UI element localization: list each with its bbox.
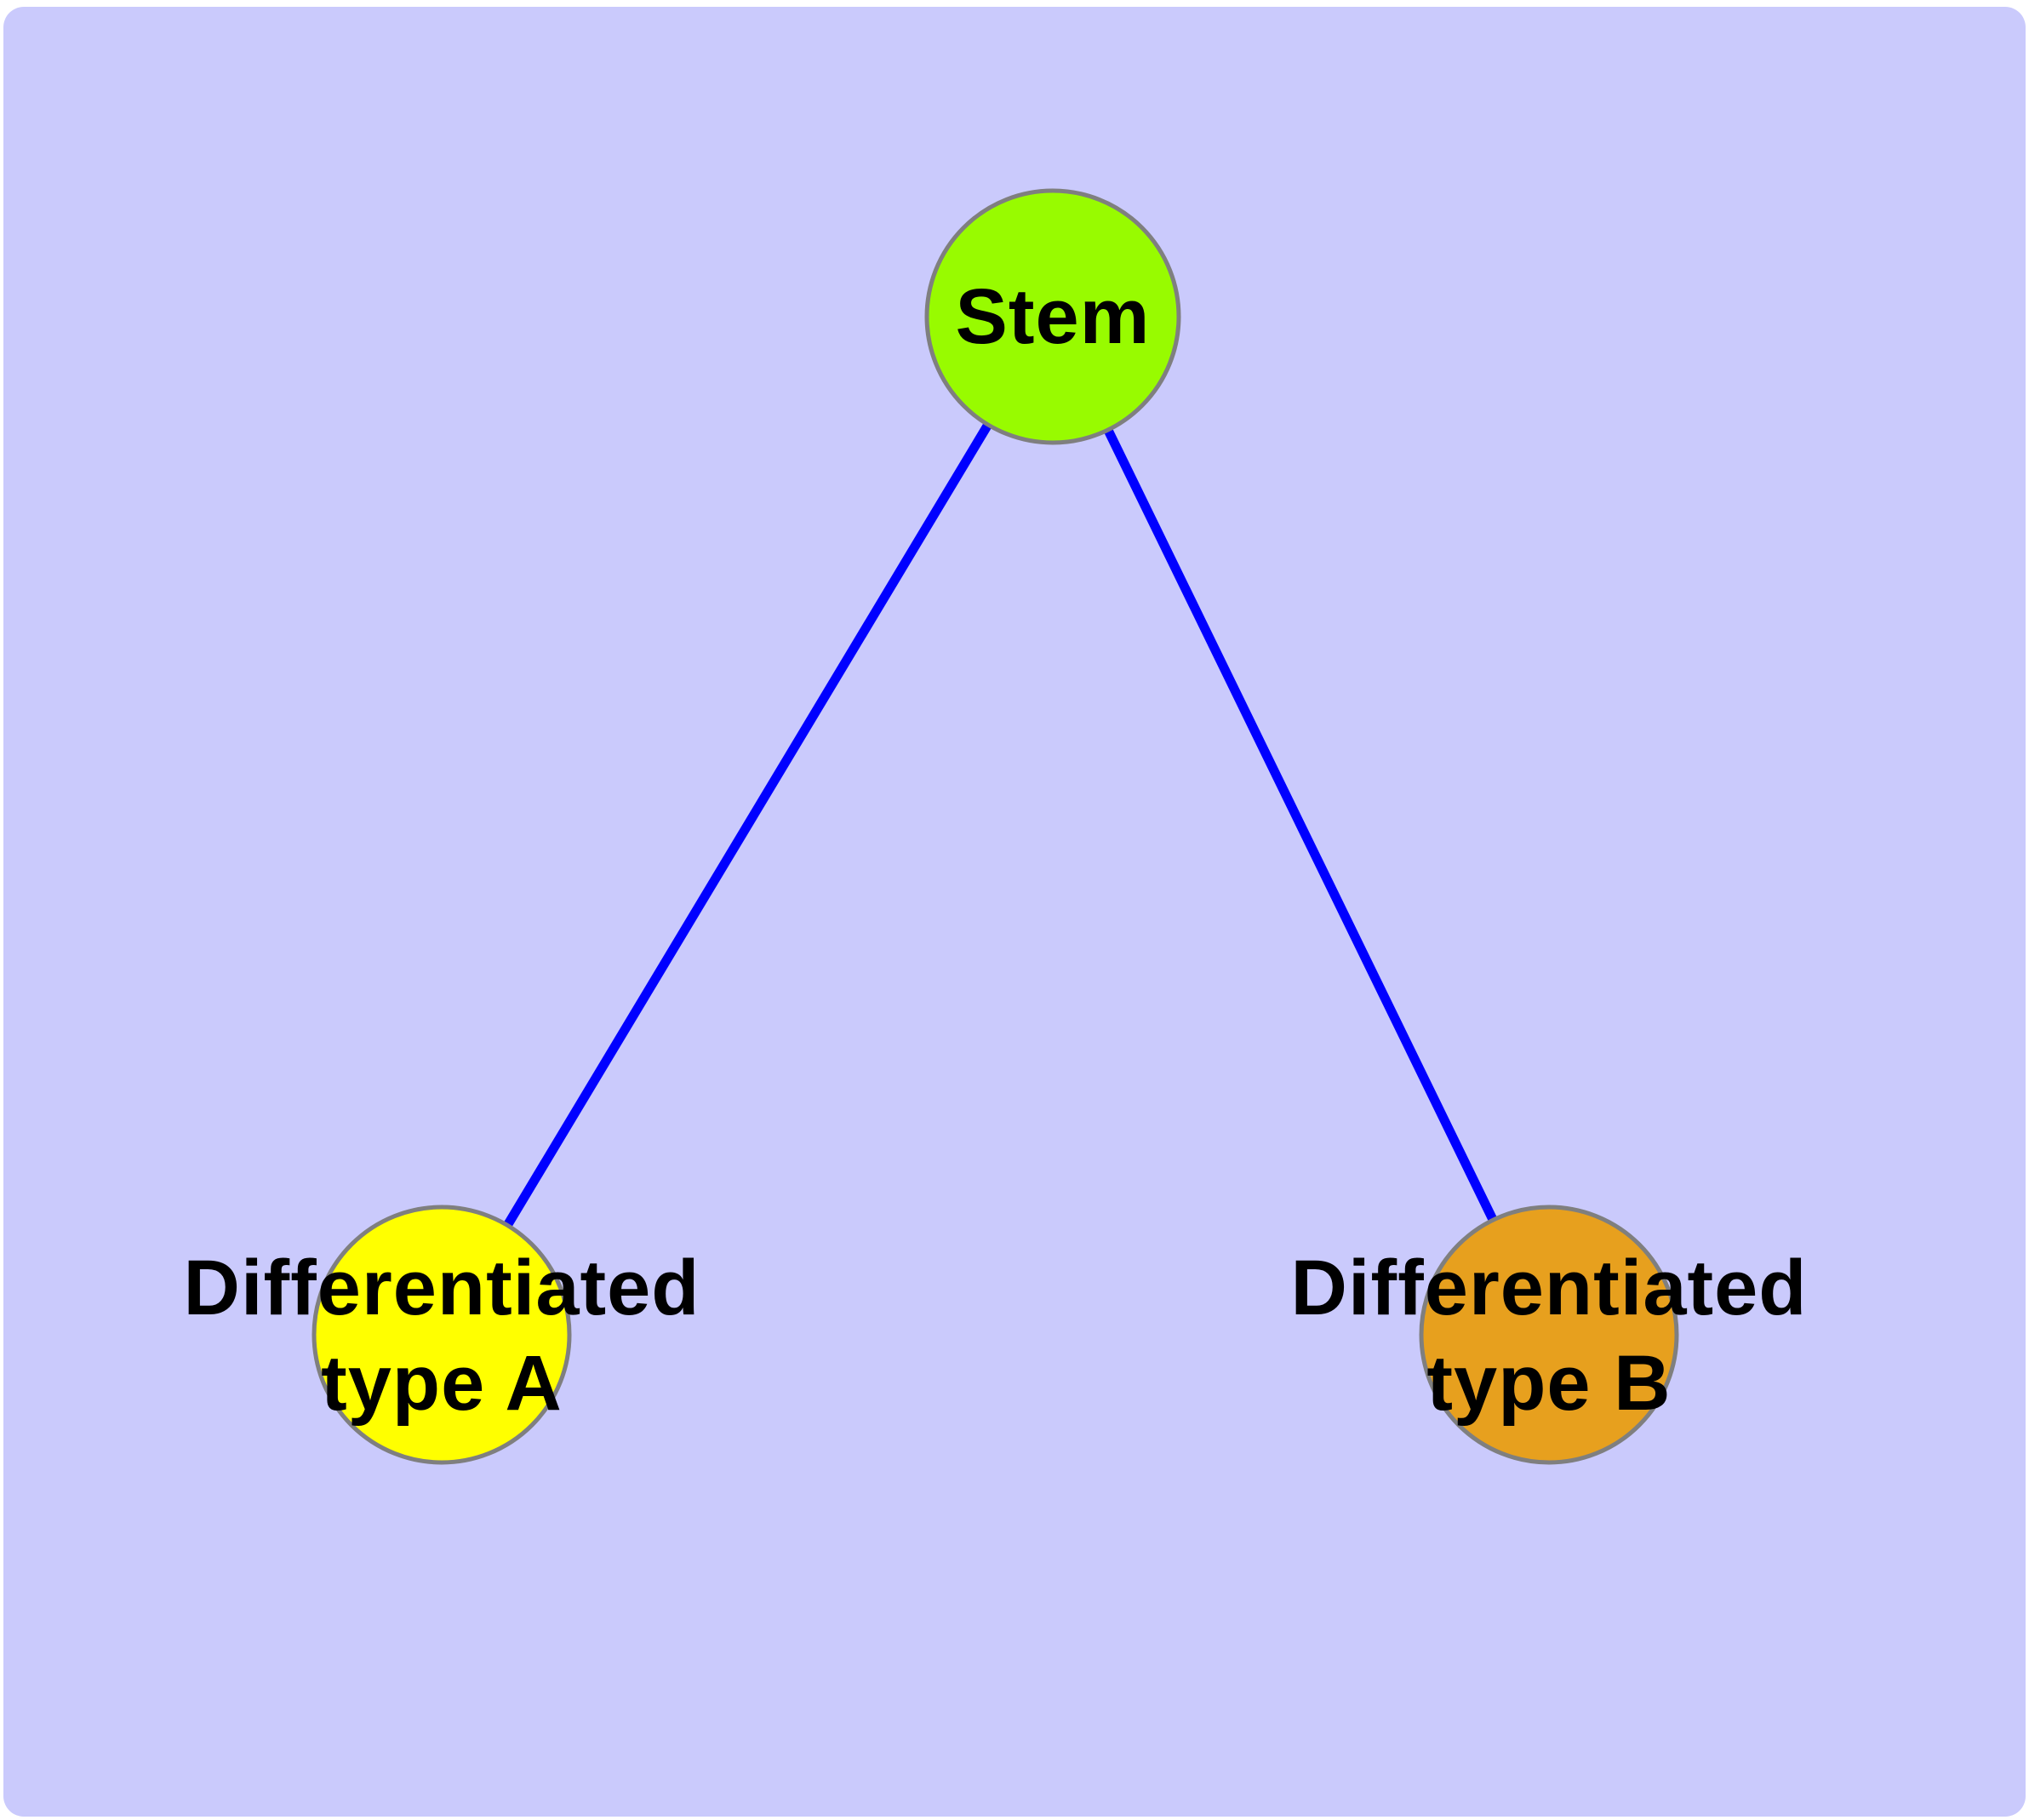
- node-stem: Stem: [924, 188, 1181, 445]
- node-differentiated-type-a: Differentiated type A: [184, 1205, 700, 1465]
- node-differentiated-type-a-label-line1: Differentiated: [184, 1245, 700, 1331]
- node-differentiated-type-b-label-line2: type B: [1426, 1340, 1671, 1427]
- node-differentiated-type-a-circle: [311, 1205, 572, 1465]
- node-stem-label: Stem: [956, 273, 1151, 360]
- node-differentiated-type-b-circle: [1419, 1205, 1679, 1465]
- edge-stem-to-type-b: [1049, 314, 1553, 1337]
- edge-stem-to-type-a: [437, 314, 1057, 1337]
- node-differentiated-type-b: Differentiated type B: [1291, 1205, 1808, 1465]
- node-differentiated-type-b-label-line1: Differentiated: [1291, 1245, 1808, 1331]
- node-stem-circle: [924, 188, 1181, 445]
- node-differentiated-type-a-label-line2: type A: [321, 1340, 563, 1427]
